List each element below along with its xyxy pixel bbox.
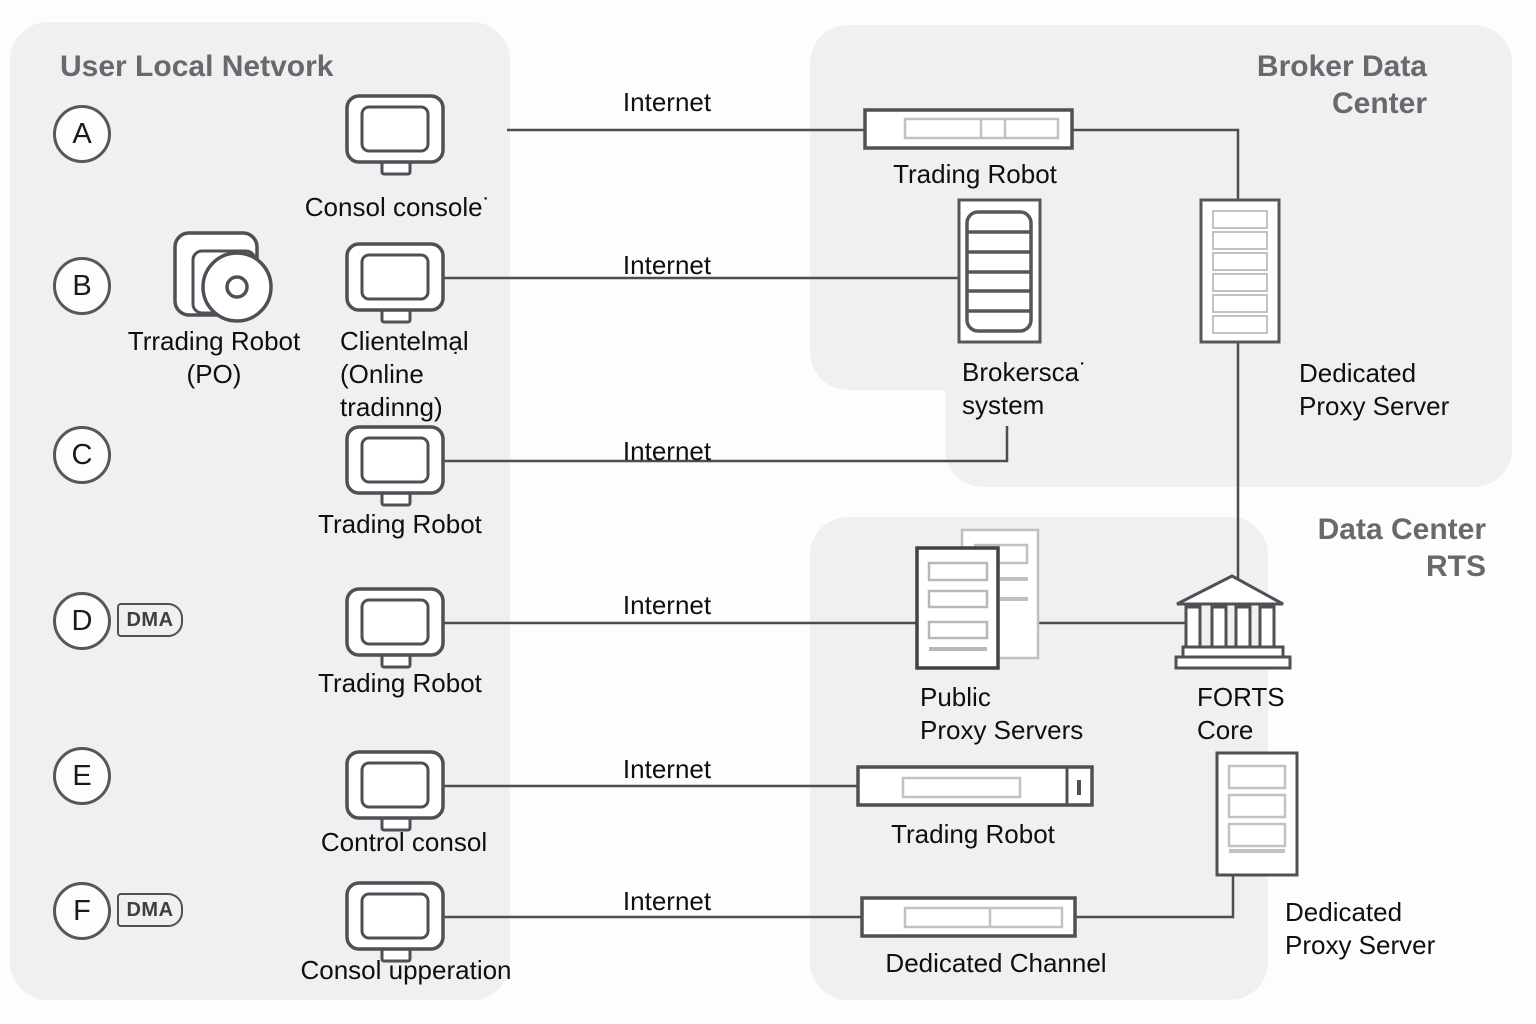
broker-data-center-title: Broker Data Center [1256, 50, 1427, 120]
internet-label-f: Internet [622, 886, 712, 916]
trading-robot-c-label: Trading Robot [318, 509, 482, 539]
internet-label-c: Internet [622, 436, 712, 466]
row-e-circle: E [53, 747, 111, 805]
internet-label-b: Internet [622, 250, 712, 280]
brokerage-system-label: Brokersca˙ system [962, 357, 1088, 420]
row-f-letter: F [73, 894, 91, 927]
client-terminal-label: Clientelmạl (Online tradinng) [340, 326, 469, 422]
row-a-letter: A [72, 117, 92, 150]
data-center-rts-title: Data Center RTS [1317, 513, 1486, 583]
trading-robot-d-label: Trading Robot [318, 668, 482, 698]
trading-robot-po-label: Trrading Robot (PO) [127, 326, 301, 389]
internet-label-a: Internet [622, 87, 712, 117]
row-d-dma-label: DMA [126, 608, 174, 631]
console-operation-label: Consol upperation [300, 955, 512, 985]
broker-trading-robot-label: Trading Robot [893, 159, 1057, 189]
row-b-letter: B [72, 269, 92, 302]
row-c-letter: C [71, 438, 93, 471]
rts-trading-robot-label: Trading Robot [891, 819, 1055, 849]
row-a-circle: A [53, 105, 111, 163]
row-b-circle: B [53, 257, 111, 315]
row-f-dma-label: DMA [126, 898, 174, 921]
data-center-rts-panel [810, 517, 1268, 1000]
rts-dedicated-proxy-label: Dedicated Proxy Server [1285, 897, 1436, 960]
control-console-label: Control consol [320, 827, 488, 857]
row-d-letter: D [71, 604, 93, 637]
forts-core-label: FORTS Core [1197, 682, 1285, 745]
row-c-circle: C [53, 426, 111, 484]
broker-dedicated-proxy-label: Dedicated Proxy Server [1299, 358, 1450, 421]
row-f-dma-badge: DMA [117, 893, 183, 927]
user-local-network-title: User Local Netvork [60, 50, 334, 83]
row-d-circle: D [53, 592, 111, 650]
row-d-dma-badge: DMA [117, 603, 183, 637]
consol-console-label: Consol console˙ [304, 192, 492, 222]
internet-label-d: Internet [622, 590, 712, 620]
connection-line-c [443, 426, 1009, 463]
internet-label-e: Internet [622, 754, 712, 784]
row-f-circle: F [53, 882, 111, 940]
public-proxy-servers-label: Public Proxy Servers [920, 682, 1084, 745]
row-e-letter: E [72, 759, 92, 792]
user-local-network-panel [10, 22, 510, 1000]
dedicated-channel-label: Dedicated Channel [885, 948, 1107, 978]
